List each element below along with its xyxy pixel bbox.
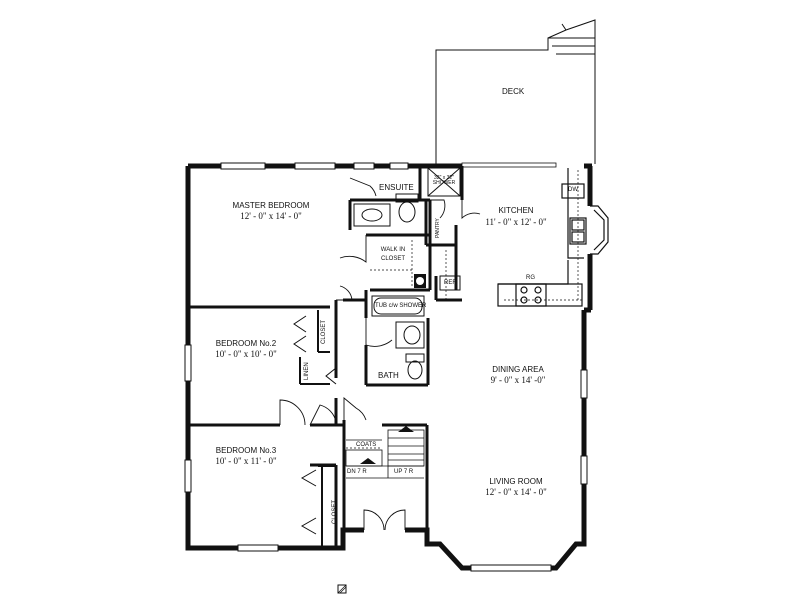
- closet-walls: [299, 310, 336, 546]
- deck-label: DECK: [502, 87, 525, 96]
- rg-label: RG: [526, 275, 535, 281]
- stair-arrow-down: [360, 458, 376, 464]
- deck: [435, 19, 596, 166]
- kitchen-label: KITCHEN: [498, 206, 534, 215]
- stairs-up-label: UP 7 R: [394, 469, 414, 475]
- ensuite-label: ENSUITE: [379, 183, 414, 192]
- kitchen-size: 11' - 0" x 12' - 0": [485, 217, 547, 227]
- walk-in-closet-label-1: WALK IN: [380, 247, 406, 253]
- doors: [279, 177, 481, 531]
- dining-area-label: DINING AREA: [492, 365, 544, 374]
- interior-walls: [188, 166, 464, 548]
- scale-marker: [337, 584, 347, 594]
- ensuite-fixtures: [353, 167, 461, 227]
- refrigerator: [439, 275, 461, 291]
- bath-fixtures: [371, 295, 425, 380]
- closet-bedroom3-label: CLOSET: [332, 499, 338, 524]
- stair-arrow-up: [398, 426, 414, 432]
- bedroom3-label: BEDROOM No.3: [215, 446, 277, 455]
- bedroom3-size: 10' - 0" x 11' - 0": [215, 456, 277, 466]
- coats-label: COATS: [356, 442, 377, 448]
- dining-area-size: 9' - 0" x 14' -0": [490, 375, 546, 385]
- linen-label: LINEN: [304, 362, 310, 380]
- dw-label: DW: [568, 187, 578, 193]
- pantry-label: PANTRY: [435, 218, 441, 238]
- walk-in-closet-rods: [370, 240, 413, 286]
- kitchen-counters: [497, 168, 587, 307]
- pantry-shelving: [445, 170, 582, 302]
- kitchen-bay-window: [590, 205, 609, 255]
- walk-in-closet-label-2: CLOSET: [380, 256, 406, 262]
- stairs-down-label: DN 7 R: [347, 469, 367, 475]
- shower-label: 32" x 32" SHOWER: [432, 175, 456, 186]
- ref-label: REF: [444, 280, 456, 286]
- master-bedroom-size: 12' - 0" x 14' - 0": [240, 211, 302, 221]
- bedroom2-label: BEDROOM No.2: [215, 339, 277, 348]
- bifold-doors: [293, 315, 337, 535]
- living-room-label: LIVING ROOM: [489, 477, 543, 486]
- bedroom2-size: 10' - 0" x 10' - 0": [215, 349, 277, 359]
- bath-label: BATH: [378, 371, 399, 380]
- living-room-size: 12' - 0" x 14' - 0": [485, 487, 547, 497]
- tub-label: TUB c/w SHOWER: [375, 303, 427, 309]
- closet-bedroom2-label: CLOSET: [321, 319, 327, 344]
- windows: [184, 162, 588, 572]
- master-bedroom-label: MASTER BEDROOM: [232, 201, 310, 210]
